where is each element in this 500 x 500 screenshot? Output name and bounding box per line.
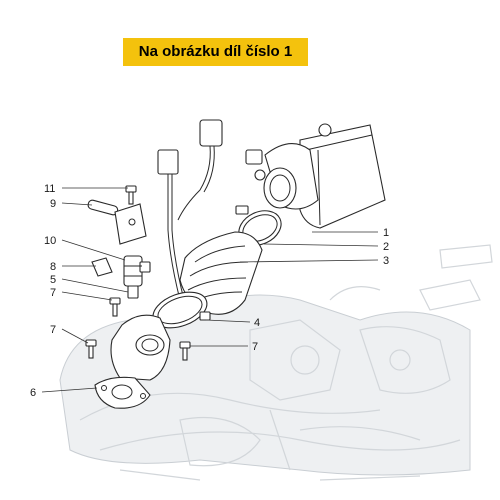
intake-manifold bbox=[94, 314, 171, 409]
hose-clamp-lower bbox=[152, 291, 211, 329]
part-number-banner: Na obrázku díl číslo 1 bbox=[123, 38, 308, 66]
callout-6: 6 bbox=[30, 387, 36, 399]
callout-7-upper: 7 bbox=[50, 287, 56, 299]
callout-5: 5 bbox=[50, 274, 56, 286]
bolt-11 bbox=[125, 185, 137, 205]
callout-7-left: 7 bbox=[50, 324, 56, 336]
injector-clip bbox=[91, 257, 113, 277]
callout-8: 8 bbox=[50, 261, 56, 273]
callout-11: 11 bbox=[44, 183, 55, 195]
callout-3: 3 bbox=[383, 255, 389, 267]
fuel-injector bbox=[123, 255, 151, 299]
injector-holder bbox=[87, 199, 147, 245]
leader-lines bbox=[41, 187, 379, 393]
callout-10: 10 bbox=[44, 235, 56, 247]
callout-1: 1 bbox=[383, 227, 389, 239]
callout-2: 2 bbox=[383, 241, 389, 253]
intake-sleeve bbox=[179, 231, 263, 315]
callout-4: 4 bbox=[254, 317, 260, 329]
callout-9: 9 bbox=[50, 198, 56, 210]
callout-7-right: 7 bbox=[252, 341, 258, 353]
wiring-harness bbox=[157, 119, 223, 301]
bolt-7-upper bbox=[109, 297, 121, 317]
bolt-7-left bbox=[85, 339, 97, 359]
throttle-body bbox=[245, 123, 386, 229]
bolt-7-right bbox=[179, 341, 191, 361]
callout-labels: 11 9 10 8 5 7 7 6 1 2 3 4 7 bbox=[30, 183, 389, 399]
